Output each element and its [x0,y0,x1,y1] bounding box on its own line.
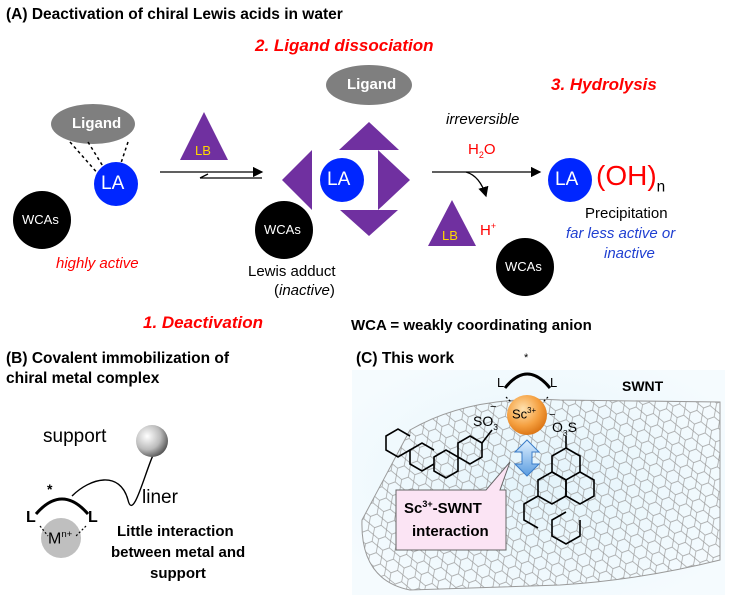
far-less-active-line2: inactive [604,245,655,262]
l-label-c-right: L [550,375,558,390]
wcas-disc-center [255,201,313,259]
linker-curve [71,447,159,506]
lb-label-1: LB [195,143,211,158]
oh-group: (OH)n [596,160,666,196]
wcas-label-left: WCAs [22,212,59,227]
wcas-disc-right [496,238,554,296]
lb-arrow-left [282,150,312,210]
pyrene-right [523,436,595,545]
ligand-ellipse-center [326,65,412,105]
callout-line1: Sc3+-SWNT [404,499,482,517]
o3s-charge: − [549,409,556,421]
so3-left-charge: − [490,401,497,413]
step2-label: 2. Ligand dissociation [255,36,434,55]
chiral-star-b: * [47,481,53,497]
liner-label: liner [142,487,178,508]
panel-a-heading: (A) Deactivation of chiral Lewis acids i… [6,6,343,23]
note-line3: support [150,565,206,582]
la-disc-right [548,158,592,202]
panel-c-heading: (C) This work [356,350,455,367]
wca-definition: WCA = weakly coordinating anion [351,317,592,334]
lb-arrow-top [339,122,399,150]
highly-active-label: highly active [56,255,139,272]
pyrene-left [385,428,493,479]
note-line2: between metal and [111,544,246,561]
panel-b-heading-2: chiral metal complex [6,370,160,387]
interaction-arrow [513,439,541,477]
panel-b-heading-1: (B) Covalent immobilization of [6,350,230,367]
step3-label: 3. Hydrolysis [551,75,657,94]
sc-label: Sc3+ [512,406,537,422]
callout-bubble [395,461,511,551]
lb-triangle-1 [180,112,228,160]
sc-sphere [507,395,547,435]
o3s-right-label: O3S [552,419,577,438]
irreversible-label: irreversible [446,111,520,128]
lb-arrow-right [378,150,410,210]
metal-disc [41,518,81,558]
h-plus-label: H+ [480,221,497,239]
support-label: support [43,426,107,447]
la-label-left: LA [101,173,125,194]
la-label-right: LA [555,169,579,190]
ligand-label-center: Ligand [347,76,397,93]
lewis-adduct-label: Lewis adduct [248,263,336,280]
wcas-disc-left [13,191,71,249]
ligand-arc-b [34,497,90,515]
far-less-active-line1: far less active or [566,225,676,242]
la-disc-center [320,158,364,202]
ligand-label-left: Ligand [72,115,122,132]
lb-arrow-bottom [340,210,398,236]
la-disc-left [94,162,138,206]
ligand-arc-c [503,372,552,389]
lb-label-2: LB [442,228,458,243]
l-label-b-left: L [26,509,36,526]
la-label-center: LA [327,169,351,190]
precipitation-label: Precipitation [585,205,668,222]
callout-line2: interaction [412,523,489,540]
lb-triangle-2 [428,200,476,246]
l-label-b-right: L [88,509,98,526]
ligand-ellipse-left [51,104,135,144]
support-ball [136,425,168,457]
so3-left-label: SO3 [473,413,498,432]
metal-label: Mn+ [48,529,73,548]
inactive-label: (inactive) [274,282,335,299]
step1-label: 1. Deactivation [143,313,263,332]
wcas-label-right: WCAs [505,259,542,274]
note-line1: Little interaction [117,523,234,540]
h2o-label: H2O [468,141,496,160]
wcas-label-center: WCAs [264,222,301,237]
chiral-star-c: * [524,352,529,364]
swnt-label: SWNT [622,378,664,394]
l-label-c-left: L [497,375,505,390]
